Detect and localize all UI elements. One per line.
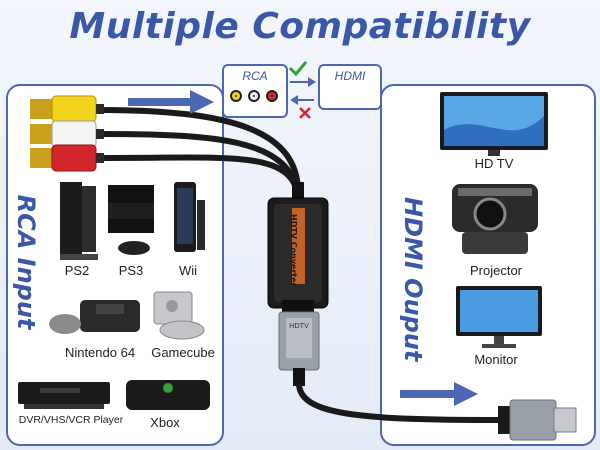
n64-label: Nintendo 64 xyxy=(64,345,136,360)
wii-console-image xyxy=(174,182,205,252)
cross-icon xyxy=(299,107,311,119)
hdmi-plug-output xyxy=(498,399,577,441)
monitor-image xyxy=(456,286,542,348)
hdmi-signal-box: HDMI xyxy=(318,64,382,110)
hdmi-plug-converter xyxy=(278,311,320,386)
hd-tv-image xyxy=(440,92,548,156)
hdmi-output-heading: HDMI Ouput xyxy=(399,197,427,362)
page-title: Multiple Compatibility xyxy=(69,6,531,47)
arrow-right-small-icon xyxy=(290,77,316,87)
hdmi-plug-text: HDTV xyxy=(289,322,309,330)
gamecube-console-image xyxy=(153,291,205,340)
rca-yellow-jack-icon xyxy=(230,90,242,102)
arrow-right-icon xyxy=(128,90,214,114)
rca-white-jack-icon xyxy=(248,90,260,102)
rca-plug-yellow xyxy=(30,95,104,123)
rca-signal-label: RCA xyxy=(242,69,268,83)
hdmi-signal-label: HDMI xyxy=(334,69,366,83)
rca-red-jack-icon xyxy=(266,90,278,102)
xbox-console-image xyxy=(126,380,210,410)
ps2-console-image xyxy=(60,182,98,260)
converter-label: HDTV Converter xyxy=(289,214,298,287)
rca-input-heading: RCA Input xyxy=(12,194,40,330)
hd-tv-label: HD TV xyxy=(474,156,514,171)
n64-console-image xyxy=(49,300,140,334)
rca-plug-white xyxy=(30,120,104,148)
gamecube-label: Gamecube xyxy=(151,345,215,360)
ps3-label: PS3 xyxy=(118,263,144,278)
xbox-label: Xbox xyxy=(150,415,180,430)
converter-box xyxy=(267,182,329,314)
hdmi-cable xyxy=(296,383,501,423)
rca-plug-red xyxy=(30,144,104,172)
ps3-console-image xyxy=(108,185,154,255)
ps2-label: PS2 xyxy=(64,263,90,278)
arrow-right-icon xyxy=(400,382,478,406)
check-icon xyxy=(288,61,308,77)
monitor-label: Monitor xyxy=(474,352,518,367)
projector-image xyxy=(452,184,538,254)
projector-label: Projector xyxy=(469,263,523,278)
rca-signal-box: RCA xyxy=(222,64,288,118)
rca-cable xyxy=(99,107,302,196)
wii-label: Wii xyxy=(178,263,198,278)
dvr-player-image xyxy=(18,382,110,409)
arrow-left-small-icon xyxy=(290,95,314,105)
dvr-label: DVR/VHS/VCR Player xyxy=(18,414,124,426)
